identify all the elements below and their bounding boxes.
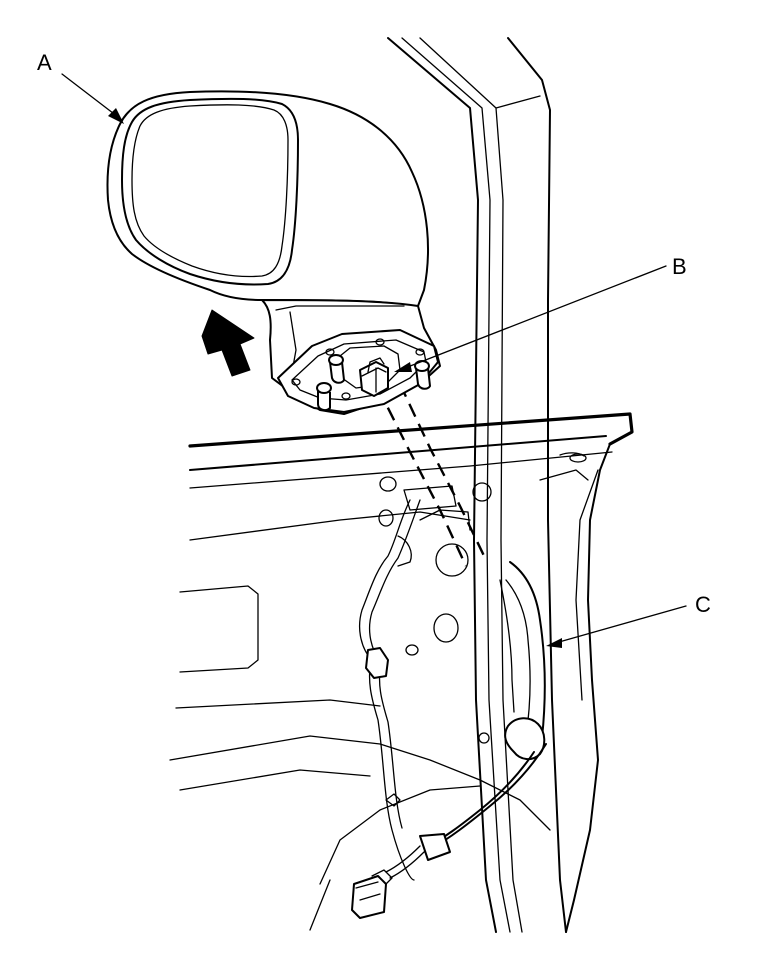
callout-label-b: B — [672, 254, 687, 279]
door-window-frame — [387, 37, 567, 933]
harness-routing-dashed — [376, 383, 488, 567]
harness-c — [351, 561, 547, 919]
callout-leaders — [61, 73, 687, 648]
door-panel — [169, 412, 634, 933]
panel-wire-harness — [358, 499, 421, 881]
callout-label-a: A — [37, 50, 52, 75]
callout-label-c: C — [695, 592, 711, 617]
mirror-assembly-a — [106, 90, 441, 415]
removal-direction-arrow — [201, 309, 255, 377]
